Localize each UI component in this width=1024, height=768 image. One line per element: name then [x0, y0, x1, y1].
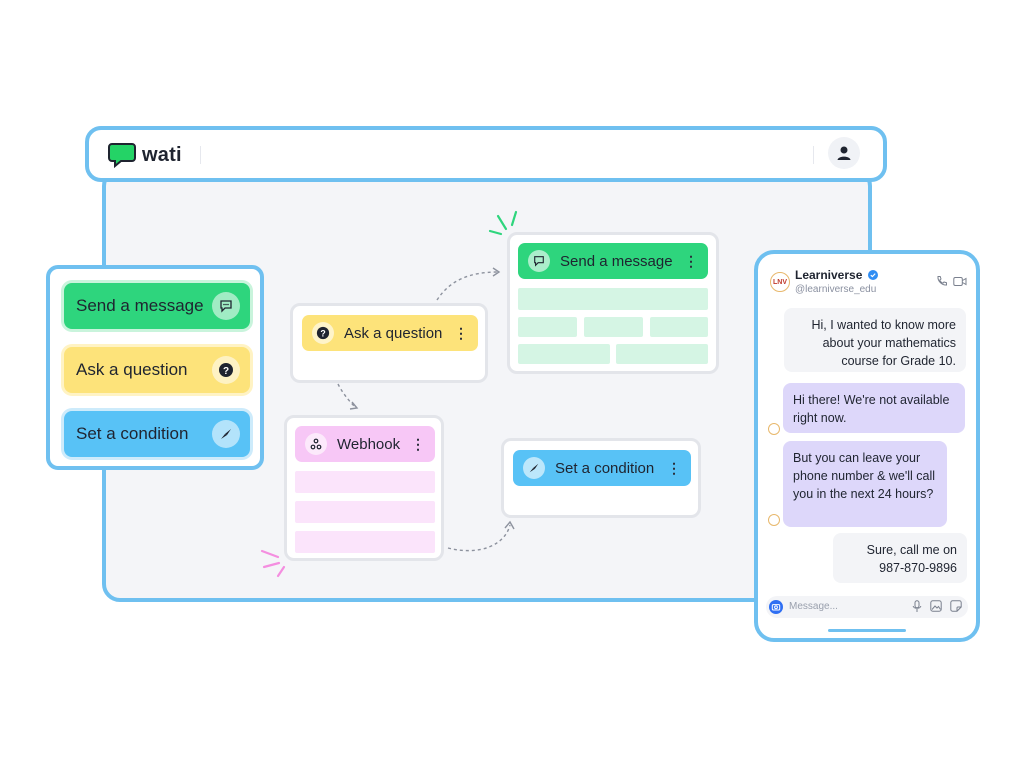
node-send-message[interactable]: Send a message ⋮ — [507, 232, 719, 374]
node-palette: Send a message Ask a question ? Set a co… — [46, 265, 264, 470]
message-input[interactable] — [766, 596, 968, 618]
placeholder-cell — [518, 344, 610, 364]
node-menu-icon[interactable]: ⋮ — [667, 459, 681, 476]
brand-name: wati — [142, 143, 182, 166]
palette-ask-question[interactable]: Ask a question ? — [64, 347, 250, 393]
placeholder-cell — [616, 344, 708, 364]
sparkle-icon — [260, 549, 286, 578]
home-indicator — [828, 629, 906, 632]
node-menu-icon[interactable]: ⋮ — [454, 324, 468, 341]
palette-item-label: Send a message — [76, 296, 204, 315]
palette-send-message[interactable]: Send a message — [64, 283, 250, 329]
contact-name-text: Learniverse — [795, 268, 863, 282]
top-bar — [85, 126, 887, 182]
svg-text:?: ? — [223, 366, 229, 377]
placeholder-cell — [518, 317, 577, 337]
compass-icon — [212, 420, 240, 448]
palette-item-label: Set a condition — [76, 424, 189, 443]
sticker-icon[interactable] — [950, 600, 962, 612]
chat-message-business: Hi there! We're not available right now. — [783, 383, 965, 433]
chat-logo-icon — [108, 143, 136, 168]
sparkle-icon — [488, 210, 518, 236]
question-icon: ? — [212, 356, 240, 384]
wati-logo[interactable]: wati — [108, 141, 198, 169]
gallery-icon[interactable] — [930, 600, 942, 612]
palette-item-label: Ask a question — [76, 360, 188, 379]
question-icon: ? — [312, 322, 334, 344]
microphone-icon[interactable] — [912, 600, 922, 613]
node-set-condition[interactable]: Set a condition ⋮ — [501, 438, 701, 518]
node-menu-icon[interactable]: ⋮ — [684, 252, 698, 269]
chat-bubble-icon — [528, 250, 550, 272]
node-title: Webhook — [337, 435, 401, 453]
message-input-placeholder: Message... — [789, 601, 838, 612]
placeholder-row — [295, 501, 435, 523]
user-icon — [837, 146, 851, 160]
webhook-icon — [305, 433, 327, 455]
contact-name: Learniverse — [795, 268, 878, 282]
chat-message-user: Sure, call me on 987-870-9896 — [833, 533, 967, 583]
node-webhook[interactable]: Webhook ⋮ — [284, 415, 444, 561]
node-title: Ask a question — [344, 324, 443, 342]
node-title: Set a condition — [555, 459, 655, 477]
contact-avatar: LNV — [770, 272, 790, 292]
verified-badge-icon — [867, 270, 878, 280]
placeholder-row — [295, 531, 435, 553]
node-header: ? Ask a question ⋮ — [302, 315, 478, 351]
contact-avatar-small — [768, 423, 780, 435]
node-title: Send a message — [560, 252, 673, 270]
chat-message-business: But you can leave your phone number & we… — [783, 441, 947, 527]
video-call-icon[interactable] — [953, 276, 967, 287]
palette-set-condition[interactable]: Set a condition — [64, 411, 250, 457]
node-header: Webhook ⋮ — [295, 426, 435, 462]
camera-icon[interactable] — [769, 600, 783, 614]
node-header: Set a condition ⋮ — [513, 450, 691, 486]
chat-bubble-icon — [212, 292, 240, 320]
divider — [813, 146, 814, 164]
compass-icon — [523, 457, 545, 479]
node-header: Send a message ⋮ — [518, 243, 708, 279]
placeholder-row — [295, 471, 435, 493]
svg-text:?: ? — [320, 329, 325, 339]
placeholder-cell — [650, 317, 708, 337]
node-menu-icon[interactable]: ⋮ — [411, 435, 425, 452]
contact-avatar-small — [768, 514, 780, 526]
user-avatar-button[interactable] — [828, 137, 860, 169]
divider — [200, 146, 201, 164]
placeholder-row — [518, 288, 708, 310]
phone-call-icon[interactable] — [936, 275, 948, 287]
placeholder-cell — [584, 317, 643, 337]
chat-message-user: Hi, I wanted to know more about your mat… — [784, 308, 966, 372]
contact-handle: @learniverse_edu — [795, 284, 877, 295]
node-ask-question[interactable]: ? Ask a question ⋮ — [290, 303, 488, 383]
